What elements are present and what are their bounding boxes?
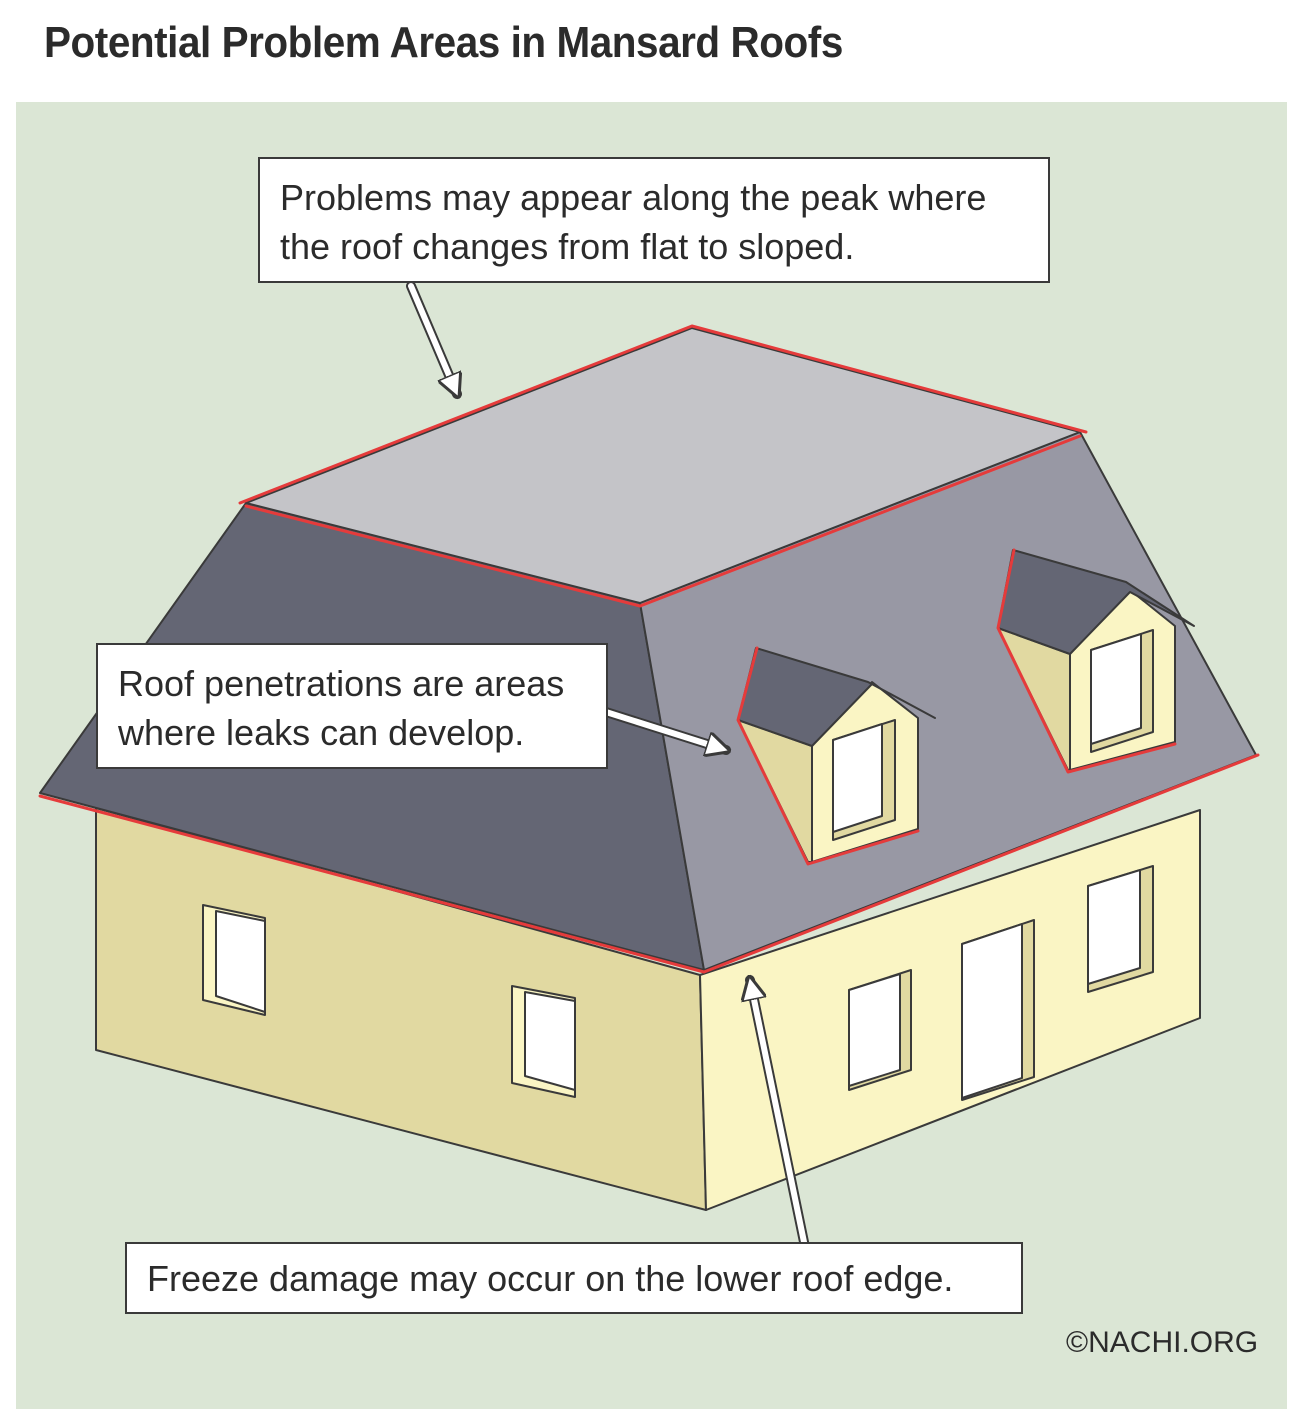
dormer-front-problem-line [736,646,920,866]
right-wall-window-glass [848,973,901,1087]
peak-callout: Problems may appear along the peak where… [258,157,1050,283]
callout-arrows [406,281,809,1247]
peak-callout-line: Problems may appear along the peak where [280,177,987,218]
left-wall-window-glass [524,991,576,1091]
freeze-callout: Freeze damage may occur on the lower roo… [125,1242,1023,1314]
diagram-title: Potential Problem Areas in Mansard Roofs [44,18,843,67]
house-walls [95,807,1201,1211]
right-wall-window-glass [1087,869,1141,985]
copyright-credit: ©NACHI.ORG [1066,1326,1259,1359]
peak-problem-line [244,434,1082,608]
flat-roof-top [245,327,1081,604]
penetration-arrow [601,707,726,750]
front-door [961,923,1023,1099]
lower-edge-problem-line [38,753,1260,974]
dormer-front-window-glass [832,723,883,833]
peak-callout-line: the roof changes from flat to sloped. [280,226,855,267]
dormer-front [737,647,936,863]
penetrations-callout-line: where leaks can develop. [118,712,525,753]
problem-lines [38,324,1260,974]
dormer-back-window-glass [1090,633,1142,745]
left-wall-windows [202,904,576,1098]
penetrations-callout-line: Roof penetrations are areas [118,663,565,704]
right-wall [699,809,1201,1211]
penetrations-callout: Roof penetrations are areas where leaks … [96,643,608,769]
peak-problem-line [238,324,1088,505]
left-wall-window-glass [215,910,266,1013]
peak-arrow [406,281,457,394]
freeze-arrow [750,980,809,1247]
right-wall-openings [848,865,1154,1101]
dormer-back-problem-line [996,548,1177,774]
freeze-callout-line: Freeze damage may occur on the lower roo… [147,1258,954,1299]
